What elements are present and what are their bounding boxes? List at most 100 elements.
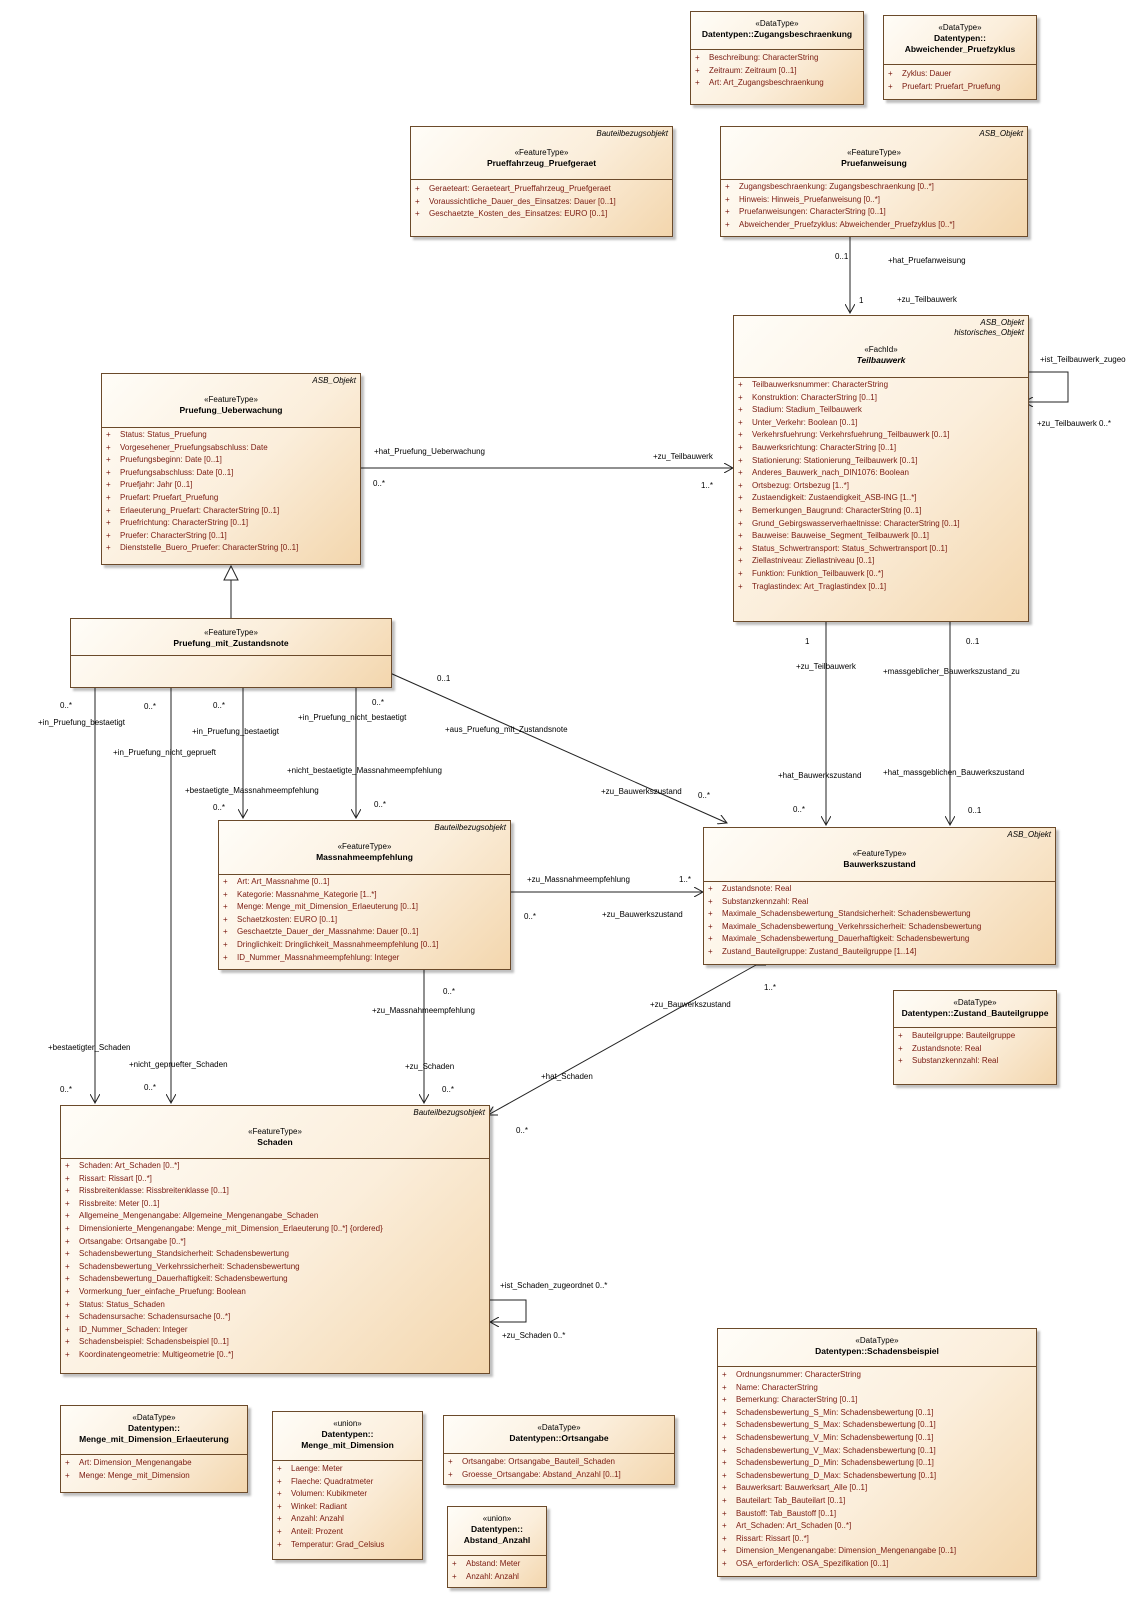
attribute-text: Schaden: Art_Schaden [0..*] [79,1161,180,1170]
class-ortsangabe[interactable]: «DataType»Datentypen::Ortsangabe +Ortsan… [443,1415,675,1485]
class-abweichender-pruefzyklus[interactable]: «DataType»Datentypen::Abweichender_Pruef… [883,15,1037,100]
attribute: +Schadensbewertung_V_Max: Schadensbewert… [722,1445,1033,1458]
tag-line1: ASB_Objekt [980,318,1024,327]
attribute: +Status: Status_Pruefung [106,429,357,442]
multiplicity: 0..1 [437,674,451,683]
attribute-text: Anderes_Bauwerk_nach_DIN1076: Boolean [752,468,909,478]
separator [691,49,863,50]
class-name: Datentypen:: [934,33,986,43]
multiplicity: 0..* [793,805,806,814]
visibility-public: + [65,1286,70,1296]
attribute: +Schadensbewertung_S_Max: Schadensbewert… [722,1419,1033,1432]
attribute: +Allgemeine_Mengenangabe: Allgemeine_Men… [65,1210,486,1223]
attribute: +Rissart: Rissart [0..*] [65,1173,486,1186]
visibility-public: + [738,581,743,591]
attribute: +Geschaetzte_Kosten_des_Einsatzes: EURO … [415,208,669,221]
class-pruefanweisung[interactable]: ASB_Objekt «FeatureType»Pruefanweisung +… [720,126,1028,237]
visibility-public: + [888,81,893,91]
class-prueffahrzeug-pruefgeraet[interactable]: Bauteilbezugsobjekt «FeatureType»Prueffa… [410,126,673,237]
stereotype: «FeatureType» [852,849,907,858]
attribute-text: Konstruktion: CharacterString [0..1] [752,392,877,402]
class-schadensbeispiel[interactable]: «DataType»Datentypen::Schadensbeispiel +… [717,1328,1037,1577]
role-in-pruefung-nicht-geprueft: +in_Pruefung_nicht_geprueft [113,748,216,757]
attribute-text: Baustoff: Tab_Baustoff [0..1] [736,1508,837,1518]
multiplicity: 0..* [144,1083,157,1092]
class-abstand-anzahl[interactable]: «union»Datentypen::Abstand_Anzahl +Absta… [447,1506,547,1588]
visibility-public: + [65,1211,70,1221]
class-tag: ASB_Objekt [1007,830,1051,839]
class-name: Bauwerkszustand [843,859,916,869]
attribute-text: Art: Dimension_Mengenangabe [79,1458,192,1467]
multiplicity: 0..* [213,701,226,710]
attribute-text: Abweichender_Pruefzyklus: Abweichender_P… [739,219,955,229]
visibility-public: + [65,1349,70,1359]
visibility-public: + [65,1470,70,1480]
role-bestaetigte-massnahmeempfehlung: +bestaetigte_Massnahmeempfehlung [185,786,319,795]
multiplicity: 0..1 [835,252,849,261]
attribute-text: Schaetzkosten: EURO [0..1] [237,914,338,924]
attribute-text: Ortsangabe: Ortsangabe [0..*] [79,1236,186,1246]
class-menge-mit-dimension[interactable]: «union»Datentypen::Menge_mit_Dimension +… [272,1411,423,1560]
visibility-public: + [738,493,743,503]
multiplicity: 0..* [516,1126,529,1135]
class-pruefung-mit-zustandsnote[interactable]: «FeatureType»Pruefung_mit_Zustandsnote [70,618,392,688]
class-massnahmeempfehlung[interactable]: Bauteilbezugsobjekt «FeatureType»Massnah… [218,820,511,970]
visibility-public: + [708,896,713,906]
visibility-public: + [448,1457,453,1466]
visibility-public: + [898,1031,903,1040]
multiplicity: 1 [805,637,810,646]
attribute: +Substanzkennzahl: Real [708,896,1052,909]
attribute: +Art_Schaden: Art_Schaden [0..*] [722,1520,1033,1533]
attribute-list: +Schaden: Art_Schaden [0..*]+Rissart: Ri… [65,1160,486,1362]
attribute-list: +Zugangsbeschraenkung: Zugangsbeschraenk… [725,181,1024,231]
class-pruefung-ueberwachung[interactable]: ASB_Objekt «FeatureType»Pruefung_Ueberwa… [101,373,361,565]
visibility-public: + [695,53,700,62]
class-menge-mit-dimension-erlaeuterung[interactable]: «DataType»Datentypen::Menge_mit_Dimensio… [60,1405,248,1493]
attribute: +Winkel: Radiant [277,1501,419,1514]
stereotype: «DataType» [132,1413,176,1422]
attribute-text: Rissart: Rissart [0..*] [79,1173,152,1183]
multiplicity: 0..* [698,791,711,800]
attribute: +Vorgesehener_Pruefungsabschluss: Date [106,442,357,455]
attribute-text: Zustand_Bauteilgruppe: Zustand_Bauteilgr… [722,946,917,956]
class-name: Pruefanweisung [841,158,907,168]
attribute-text: Temperatur: Grad_Celsius [291,1539,385,1549]
visibility-public: + [695,65,700,75]
class-bauwerkszustand[interactable]: ASB_Objekt «FeatureType»Bauwerkszustand … [703,827,1056,965]
class-tag: Bauteilbezugsobjekt [434,823,506,832]
attribute: +Beschreibung: CharacterString [695,52,860,65]
attribute: +Pruefanweisungen: CharacterString [0..1… [725,206,1024,219]
visibility-public: + [722,1370,727,1379]
attribute: +Geraeteart: Geraeteart_Prueffahrzeug_Pr… [415,183,669,196]
class-zugangsbeschraenkung[interactable]: «DataType»Datentypen::Zugangsbeschraenku… [690,11,864,105]
visibility-public: + [722,1395,727,1405]
attribute: +Schaden: Art_Schaden [0..*] [65,1160,486,1173]
visibility-public: + [898,1056,903,1066]
attribute-text: Ordnungsnummer: CharacterString [736,1370,861,1379]
visibility-public: + [106,455,111,465]
separator [894,1027,1056,1028]
visibility-public: + [277,1514,282,1524]
visibility-public: + [223,877,228,886]
attribute-text: Bauteilgruppe: Bauteilgruppe [912,1031,1016,1040]
class-schaden[interactable]: Bauteilbezugsobjekt «FeatureType»Schaden… [60,1105,490,1374]
attribute: +Schadensbewertung_D_Min: Schadensbewert… [722,1457,1033,1470]
visibility-public: + [722,1508,727,1518]
separator [734,377,1028,378]
visibility-public: + [106,518,111,528]
attribute: +Menge: Menge_mit_Dimension_Erlaeuterung… [223,901,507,914]
attribute: +Bauwerksart: Bauwerksart_Alle [0..1] [722,1482,1033,1495]
stereotype: «FeatureType» [204,628,258,637]
class-name-line2: Abweichender_Pruefzyklus [904,44,1016,54]
attribute: +Grund_Gebirgswasserverhaeltnisse: Chara… [738,518,1025,531]
visibility-public: + [277,1489,282,1499]
attribute-text: Geraeteart: Geraeteart_Prueffahrzeug_Pru… [429,184,611,193]
attribute: +Ortsangabe: Ortsangabe_Bauteil_Schaden [448,1456,671,1469]
role-hat-massgeblichen-bauwerkszustand: +hat_massgeblichen_Bauwerkszustand [883,768,1025,777]
attribute-text: Groesse_Ortsangabe: Abstand_Anzahl [0..1… [462,1469,621,1479]
visibility-public: + [65,1249,70,1259]
visibility-public: + [65,1458,70,1467]
class-zustand-bauteilgruppe[interactable]: «DataType»Datentypen::Zustand_Bauteilgru… [893,990,1057,1085]
stereotype: «DataType» [855,1336,899,1345]
